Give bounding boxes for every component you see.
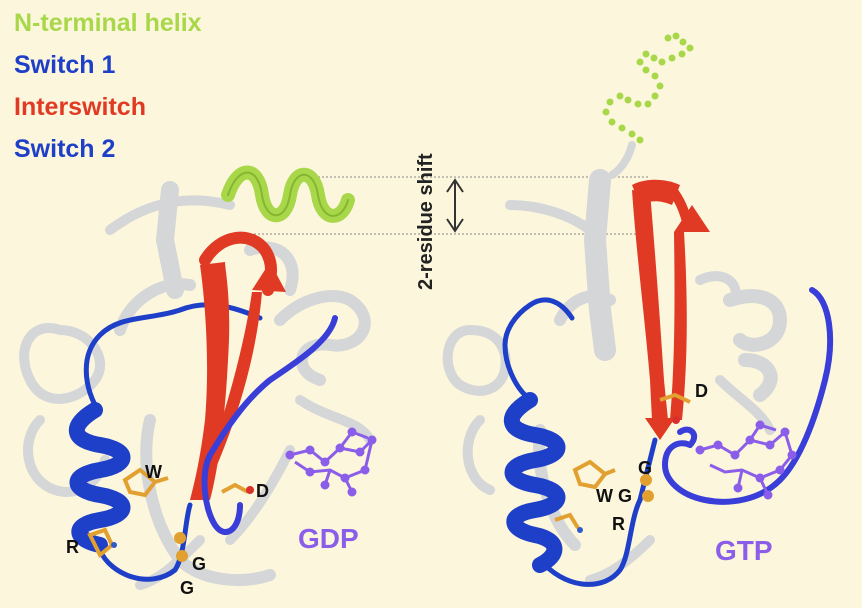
legend-n-terminal-helix: N-terminal helix	[14, 9, 202, 37]
legend-interswitch: Interswitch	[14, 93, 146, 121]
left-residue-g1: G	[192, 554, 206, 574]
left-nucleotide-label: GDP	[298, 523, 359, 554]
left-residue-r: R	[66, 537, 79, 557]
right-residue-r: R	[612, 514, 625, 534]
left-residue-g2: G	[180, 578, 194, 598]
left-n-terminal-helix	[221, 165, 355, 223]
right-residue-g2: G	[618, 486, 632, 506]
shift-label: 2-residue shift	[415, 153, 437, 290]
right-n-terminal-dots	[602, 32, 694, 144]
right-switch-1	[502, 297, 658, 587]
right-switch-2	[662, 287, 834, 505]
left-side-chains	[87, 467, 254, 562]
left-interswitch	[190, 231, 286, 500]
left-residue-d: D	[256, 481, 269, 501]
right-structure: D G W G R GTP	[442, 32, 834, 587]
right-residue-g1: G	[638, 458, 652, 478]
legend-switch-1: Switch 1	[14, 51, 116, 79]
shift-arrow	[446, 178, 464, 233]
left-switch-2	[201, 315, 338, 535]
right-interswitch	[632, 179, 710, 440]
right-residue-d: D	[695, 381, 708, 401]
legend-switch-2: Switch 2	[14, 135, 116, 163]
left-structure: W D R G G GDP	[19, 165, 377, 598]
right-gtp-molecule	[695, 420, 797, 500]
left-gdp-molecule	[285, 427, 377, 497]
right-residue-w: W	[596, 486, 613, 506]
left-residue-w: W	[145, 462, 162, 482]
right-side-chains	[554, 392, 691, 533]
right-nucleotide-label: GTP	[715, 535, 773, 566]
